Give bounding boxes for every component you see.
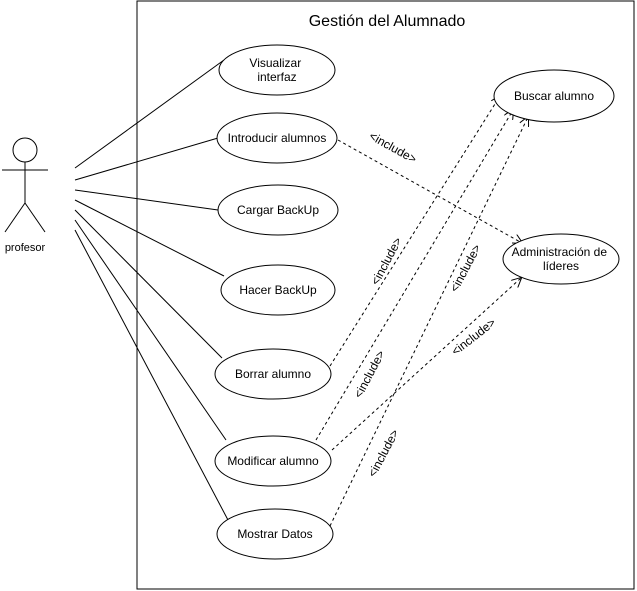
include-label-mostrar: <include> <box>365 427 402 480</box>
use-case-hacer-backup[interactable]: Hacer BackUp <box>220 264 336 316</box>
use-case-ellipse <box>217 184 339 236</box>
use-case-label: Introducir alumnos <box>228 131 327 145</box>
use-case-ellipse <box>220 264 336 316</box>
association-modificar <box>74 219 227 441</box>
use-case-modificar-alumno[interactable]: Modificar alumno <box>214 435 332 487</box>
use-case-borrar-alumno[interactable]: Borrar alumno <box>214 348 332 400</box>
use-case-ellipse <box>216 112 338 164</box>
use-case-label: Borrar alumno <box>235 367 311 381</box>
use-case-buscar-alumno[interactable]: Buscar alumno <box>493 69 615 123</box>
use-case-ellipse <box>218 44 336 96</box>
include-label-modificar-admin-2: <include> <box>449 315 499 358</box>
use-case-ellipse <box>216 508 334 560</box>
use-case-label: Hacer BackUp <box>239 283 317 297</box>
include-label-borrar: <include> <box>368 235 405 288</box>
actor-head <box>12 137 38 163</box>
association-visualizar <box>74 59 225 169</box>
use-case-cargar-backup[interactable]: Cargar BackUp <box>217 184 339 236</box>
use-case-label: Visualizar interfaz <box>249 56 304 84</box>
associations <box>74 59 229 521</box>
include-mostrar-buscar <box>329 117 528 527</box>
include-label-modificar-buscar: <include> <box>447 242 484 295</box>
include-label-modificar-admin: <include> <box>351 348 388 401</box>
system-title: Gestión del Alumnado <box>309 13 466 30</box>
include-modificar-buscar <box>315 110 513 441</box>
include-modificar-admin <box>331 278 521 451</box>
system-boundary <box>136 0 635 590</box>
include-introducir-admin <box>337 139 522 243</box>
actor-right-leg <box>24 202 46 233</box>
use-case-visualizar-interfaz[interactable]: Visualizar interfaz <box>218 44 336 96</box>
actor-profesor[interactable]: profesor <box>2 137 48 254</box>
use-case-label: Mostrar Datos <box>237 527 312 541</box>
use-case-label: Buscar alumno <box>514 89 594 103</box>
use-case-label: Administración de líderes <box>512 245 611 273</box>
use-case-ellipse <box>493 69 615 123</box>
actor-left-leg <box>4 202 26 233</box>
association-hacer <box>74 199 225 277</box>
use-case-ellipse <box>502 233 620 285</box>
association-cargar <box>74 189 219 211</box>
use-case-introducir-alumnos[interactable]: Introducir alumnos <box>216 112 338 164</box>
use-case-label: Modificar alumno <box>227 454 319 468</box>
use-case-ellipse <box>214 348 332 400</box>
include-relations <box>315 96 528 527</box>
association-mostrar <box>74 229 229 521</box>
include-borrar-buscar <box>329 96 500 367</box>
use-case-label: Cargar BackUp <box>237 203 319 217</box>
use-case-mostrar-datos[interactable]: Mostrar Datos <box>216 508 334 560</box>
use-case-ellipse <box>214 435 332 487</box>
association-borrar <box>74 209 223 359</box>
association-introducir <box>74 137 219 181</box>
actor-label: profesor <box>5 242 46 254</box>
use-case-administracion-lideres[interactable]: Administración de líderes <box>502 233 620 285</box>
